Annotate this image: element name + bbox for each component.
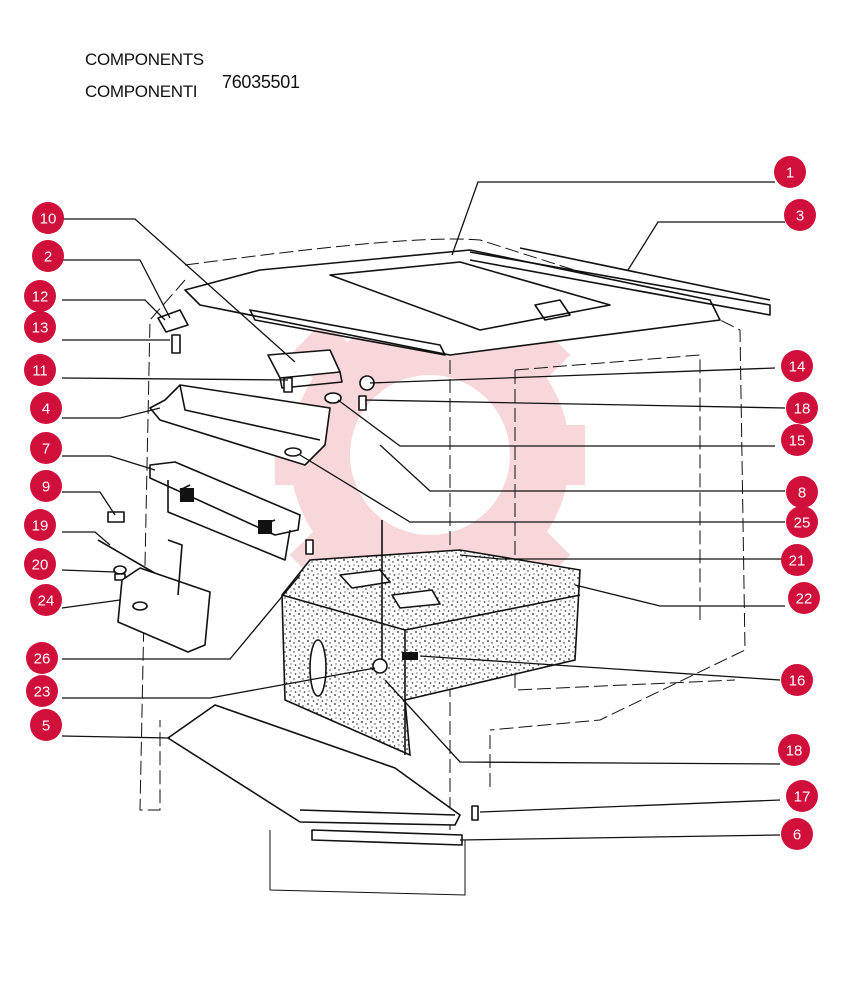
callout-label: 20: [32, 557, 49, 574]
callout-label: 16: [789, 673, 806, 690]
screw-part-13: [171, 334, 181, 354]
callout-13: 13: [24, 311, 56, 343]
callout-17: 17: [786, 780, 818, 812]
part-code: 76035501: [222, 72, 300, 92]
callout-4: 4: [30, 392, 62, 424]
callout-label: 4: [42, 401, 50, 418]
leader-lines: [61, 181, 786, 841]
screw-part-17: [471, 805, 479, 821]
header-components-it: COMPONENTI: [85, 82, 198, 101]
base-block: [281, 520, 581, 757]
callout-label: 19: [32, 518, 49, 535]
washer-part-20: [113, 565, 127, 581]
callout-16: 16: [781, 664, 813, 696]
callout-25: 25: [786, 506, 818, 538]
front-panel-part-5: [167, 704, 461, 826]
callout-label: 12: [32, 289, 49, 306]
callout-7: 7: [30, 432, 62, 464]
callout-label: 8: [798, 485, 806, 502]
callout-markers: 1310212131147919202426235141815825212216…: [24, 156, 820, 850]
callout-label: 9: [42, 479, 50, 496]
callout-label: 24: [38, 593, 55, 610]
callout-label: 15: [789, 433, 806, 450]
callout-label: 18: [786, 743, 803, 760]
callout-1: 1: [774, 156, 806, 188]
bottom-strip-part-6: [311, 829, 463, 846]
callout-23: 23: [26, 675, 58, 707]
callout-2: 2: [32, 240, 64, 272]
callout-label: 23: [34, 684, 51, 701]
tray-part-4: [149, 384, 331, 466]
knob-part-15: [324, 392, 342, 404]
callout-18: 18: [786, 392, 818, 424]
screw-part-26: [305, 539, 314, 555]
callout-label: 6: [793, 827, 801, 844]
top-panel: [184, 247, 771, 356]
callout-label: 1: [786, 165, 794, 182]
header-components-en: COMPONENTS: [85, 50, 204, 69]
callout-label: 7: [42, 441, 50, 458]
callout-20: 20: [24, 548, 56, 580]
brush-bar-part-7: [149, 461, 301, 561]
screw-part-18-top: [358, 395, 367, 411]
callout-26: 26: [26, 642, 58, 674]
callout-14: 14: [781, 350, 813, 382]
callout-19: 19: [24, 509, 56, 541]
callout-label: 14: [789, 359, 806, 376]
callout-label: 22: [796, 591, 813, 608]
knob-part-9: [107, 511, 125, 523]
screw-part-11: [283, 377, 293, 393]
callout-label: 2: [44, 249, 52, 266]
callout-label: 18: [794, 401, 811, 418]
callout-22: 22: [788, 582, 820, 614]
callout-label: 21: [789, 553, 806, 570]
callout-label: 26: [34, 651, 51, 668]
callout-21: 21: [781, 544, 813, 576]
callout-label: 25: [794, 515, 811, 532]
callout-3: 3: [784, 199, 816, 231]
callout-12: 12: [24, 280, 56, 312]
callout-9: 9: [30, 470, 62, 502]
callout-label: 10: [40, 211, 57, 228]
callout-5: 5: [30, 709, 62, 741]
callout-label: 11: [32, 363, 48, 380]
callout-label: 13: [32, 320, 49, 337]
callout-label: 5: [42, 718, 50, 735]
container-part-24: [117, 539, 211, 653]
bracket-part-10: [267, 349, 343, 389]
callout-8: 8: [786, 476, 818, 508]
callout-label: 17: [794, 789, 811, 806]
callout-24: 24: [30, 584, 62, 616]
callout-18: 18: [778, 734, 810, 766]
callout-11: 11: [24, 354, 56, 386]
callout-6: 6: [781, 818, 813, 850]
callout-15: 15: [781, 424, 813, 456]
callout-label: 3: [796, 208, 804, 225]
callout-10: 10: [32, 202, 64, 234]
small-bracket-part-12: [157, 309, 189, 333]
